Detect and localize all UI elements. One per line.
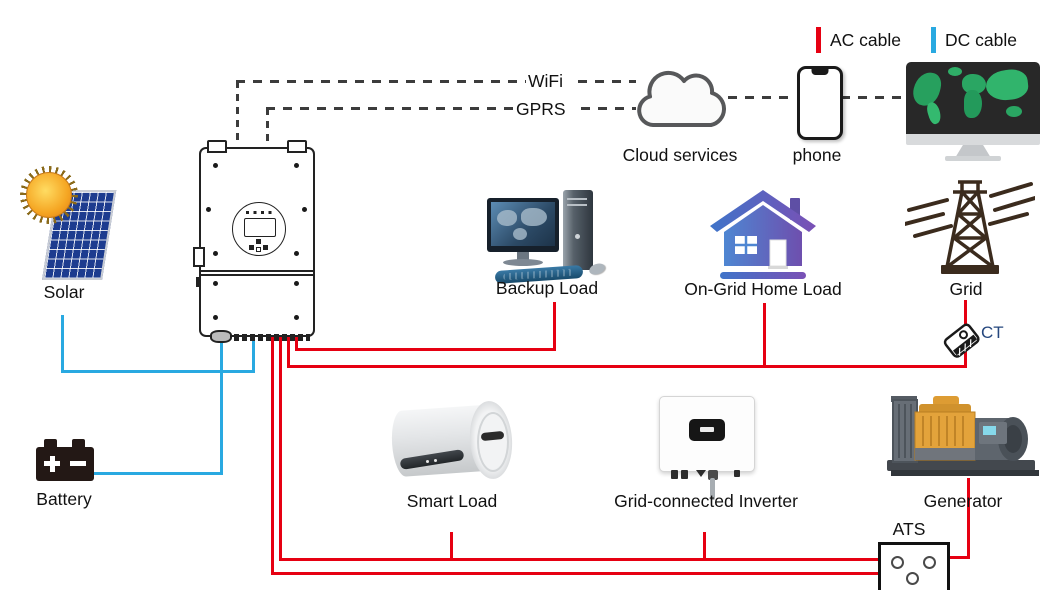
solar-label: Solar — [43, 282, 85, 302]
ac-cable-smart-load-branch — [450, 532, 453, 561]
hybrid-inverter-icon — [193, 140, 315, 343]
cloud-icon — [637, 70, 726, 127]
ac-cable-backup-load-segment — [553, 302, 556, 351]
ac-cable-smartload-bus-segment — [279, 336, 282, 561]
home-load-label: On-Grid Home Load — [684, 279, 842, 299]
wifi-link-segment — [236, 80, 526, 83]
monitoring-screen-icon — [906, 62, 1040, 161]
dc-cable-solar-segment — [61, 315, 64, 373]
grid-label: Grid — [949, 279, 983, 299]
ac-cable-backup-load-segment — [295, 336, 298, 351]
phone-icon — [797, 66, 843, 140]
ac-cable-grid-inverter-branch — [703, 532, 706, 561]
dc-cable-battery-segment — [220, 336, 223, 475]
ct-clamp-icon — [936, 318, 988, 364]
grid-connected-inverter-icon — [659, 396, 755, 480]
gprs-link-segment — [266, 107, 513, 110]
gprs-link-segment — [266, 108, 269, 142]
ac-cable-generator-segment — [930, 556, 970, 559]
ac-cable-smartload-bus-segment — [279, 558, 893, 561]
ats-box-icon — [878, 542, 950, 590]
ac-cable-ats-bus-segment — [271, 572, 908, 575]
wifi-link-segment — [578, 80, 636, 83]
dc-cable-legend-swatch — [931, 27, 936, 53]
grid-tower-icon — [905, 180, 1035, 274]
ac-cable-backup-load-segment — [295, 348, 556, 351]
phone-label: phone — [792, 145, 842, 165]
ac-cable-generator-segment — [967, 478, 970, 559]
smart-load-label: Smart Load — [406, 491, 498, 511]
dc-cable-solar-segment — [61, 370, 255, 373]
battery-icon — [36, 439, 94, 481]
ac-cable-grid-segment — [287, 336, 290, 368]
sun-icon — [20, 166, 78, 224]
gci-output-cable — [710, 478, 715, 500]
inverter-display — [232, 202, 286, 256]
generator-label: Generator — [923, 491, 1003, 511]
gprs-label: GPRS — [516, 99, 566, 119]
ac-cable-home-load-segment — [763, 303, 766, 367]
ats-label: ATS — [892, 519, 926, 539]
phone-monitor-link-segment — [841, 96, 905, 99]
ac-cable-ats-bus-segment — [271, 336, 274, 575]
ac-cable-grid-segment — [287, 365, 967, 368]
dc-cable-legend-label: DC cable — [945, 30, 1017, 50]
gprs-link-segment — [581, 107, 636, 110]
world-map-screen — [906, 62, 1040, 134]
grid-connected-inverter-label: Grid-connected Inverter — [614, 491, 798, 511]
generator-icon — [887, 396, 1039, 476]
battery-label: Battery — [36, 489, 92, 509]
smart-load-heater-icon — [386, 392, 520, 486]
ac-cable-legend-swatch — [816, 27, 821, 53]
dc-cable-battery-segment — [92, 472, 223, 475]
home-load-house-icon — [710, 190, 816, 279]
cloud-phone-link-segment — [728, 96, 795, 99]
backup-load-computer-icon — [487, 188, 613, 285]
backup-load-label: Backup Load — [495, 278, 599, 298]
wifi-label: WiFi — [528, 71, 563, 91]
ac-cable-legend-label: AC cable — [830, 30, 902, 50]
dc-cable-solar-segment — [252, 336, 255, 373]
ct-label: CT — [981, 323, 1004, 342]
wifi-link-segment — [236, 81, 239, 142]
cloud-services-label: Cloud services — [622, 145, 738, 165]
